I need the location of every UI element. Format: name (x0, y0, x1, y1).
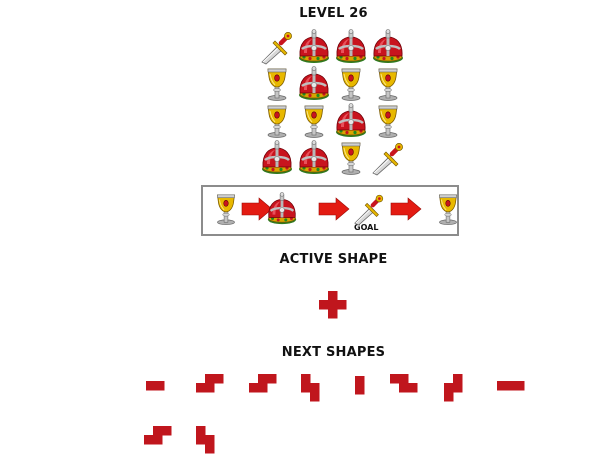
level-title: LEVEL 26 (299, 6, 368, 21)
next-shape-s-horizontal (196, 374, 224, 393)
board-cell-goblet-icon[interactable] (370, 103, 406, 139)
next-shape-s-horizontal (144, 426, 172, 445)
crown-icon (299, 66, 329, 100)
sword-icon (372, 143, 403, 176)
goblet-icon (217, 194, 235, 225)
goblet-icon (341, 142, 361, 175)
goblet-icon (304, 105, 324, 138)
board-cell-crown-icon[interactable] (296, 140, 332, 176)
crown-icon (262, 140, 292, 174)
crown-icon (336, 103, 366, 137)
next-shape-s-vertical (444, 374, 463, 402)
board-cell-crown-icon[interactable] (296, 66, 332, 102)
board-cell-goblet-icon[interactable] (296, 103, 332, 139)
crown-icon (267, 192, 297, 225)
goblet-icon (378, 68, 398, 101)
board-cell-goblet-icon[interactable] (370, 66, 406, 102)
arrow-right-icon (241, 197, 273, 221)
sequence-item-goblet-icon (209, 191, 243, 227)
game-board[interactable] (259, 29, 407, 177)
next-shape-z-vertical (301, 374, 320, 402)
board-cell-crown-icon[interactable] (333, 29, 369, 65)
goblet-icon (267, 105, 287, 138)
board-cell-sword-icon[interactable] (370, 140, 406, 176)
sequence-item-goblet-icon (431, 191, 465, 227)
goblet-icon (267, 68, 287, 101)
goal-label: GOAL (354, 223, 379, 232)
arrow-right-icon (318, 197, 350, 221)
goal-sequence: GOAL (201, 185, 459, 236)
active-shape[interactable] (319, 291, 347, 319)
next-shape-i2-vertical (355, 376, 365, 395)
sequence-item-sword-icon (352, 191, 386, 227)
goblet-icon (378, 105, 398, 138)
sword-icon (261, 32, 292, 65)
crown-icon (373, 29, 403, 63)
active-shape-title: ACTIVE SHAPE (279, 252, 388, 267)
next-shape-z-vertical (196, 426, 215, 454)
arrow-right-icon (390, 197, 422, 221)
board-cell-sword-icon[interactable] (259, 29, 295, 65)
board-cell-goblet-icon[interactable] (333, 140, 369, 176)
crown-icon (336, 29, 366, 63)
board-cell-crown-icon[interactable] (333, 103, 369, 139)
board-cell-goblet-icon[interactable] (333, 66, 369, 102)
next-shape-s-horizontal (249, 374, 277, 393)
board-cell-goblet-icon[interactable] (259, 103, 295, 139)
next-shape-i2-horizontal (146, 381, 165, 391)
crown-icon (299, 29, 329, 63)
goblet-icon (439, 194, 457, 225)
board-cell-crown-icon[interactable] (370, 29, 406, 65)
board-cell-crown-icon[interactable] (296, 29, 332, 65)
sequence-item-crown-icon (265, 191, 299, 227)
board-cell-goblet-icon[interactable] (259, 66, 295, 102)
goblet-icon (341, 68, 361, 101)
board-cell-crown-icon[interactable] (259, 140, 295, 176)
crown-icon (299, 140, 329, 174)
next-shape-z-horizontal (390, 374, 418, 393)
next-shapes-title: NEXT SHAPES (281, 345, 386, 360)
next-shape-i3-horizontal (497, 381, 525, 391)
sword-icon (354, 194, 384, 226)
